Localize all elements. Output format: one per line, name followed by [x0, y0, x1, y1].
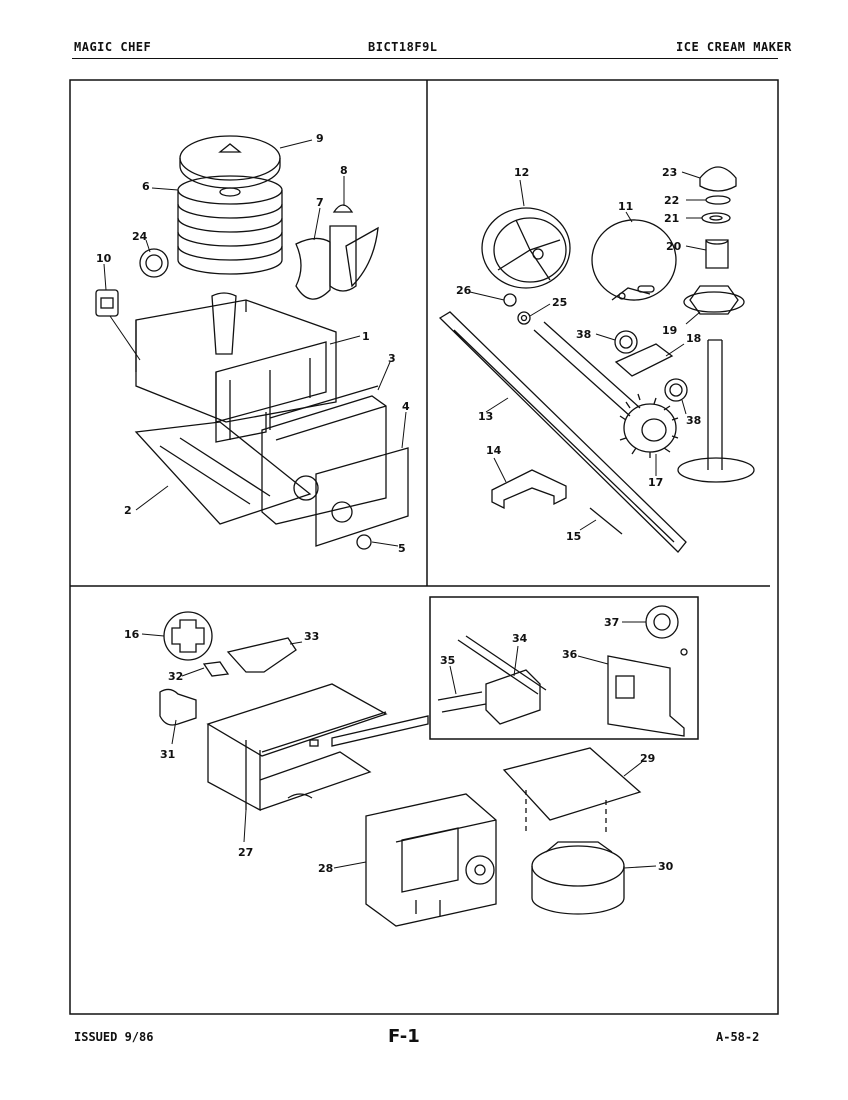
header-model: BICT18F9L [368, 40, 438, 54]
part-washer-small [517, 311, 531, 325]
label-part-16: 16 [124, 628, 140, 641]
label-part-38b: 38 [686, 414, 701, 427]
part-switch-knob [159, 688, 197, 726]
label-part-27: 27 [238, 846, 253, 859]
part-dasher [295, 226, 379, 300]
part-cover-plate [502, 747, 642, 821]
label-part-37: 37 [604, 616, 619, 629]
label-part-8: 8 [340, 164, 348, 177]
label-part-23: 23 [662, 166, 677, 179]
label-part-14: 14 [486, 444, 502, 457]
part-micro-switch [485, 669, 541, 725]
part-access-panel [315, 447, 409, 547]
part-screws [437, 691, 487, 713]
part-drive-wheel [163, 611, 213, 661]
header-product: ICE CREAM MAKER [676, 40, 792, 54]
label-part-26: 26 [456, 284, 472, 297]
part-motor [365, 793, 497, 927]
label-part-18: 18 [686, 332, 701, 345]
label-part-29: 29 [640, 752, 655, 765]
label-part-17: 17 [648, 476, 663, 489]
footer-issued: ISSUED 9/86 [74, 1030, 154, 1044]
label-part-36: 36 [562, 648, 578, 661]
label-part-33: 33 [304, 630, 319, 643]
part-mounting-bracket [206, 683, 388, 812]
label-part-10: 10 [96, 252, 112, 265]
part-cap [699, 166, 737, 192]
part-wire-connector [331, 715, 429, 747]
label-part-25: 25 [552, 296, 567, 309]
part-spur-gear [677, 457, 755, 483]
part-washer [701, 212, 731, 224]
label-part-38: 38 [576, 328, 591, 341]
part-drive-shaft [533, 321, 641, 417]
part-lid-knob [218, 143, 242, 153]
part-gearbox [531, 841, 625, 915]
part-nut [503, 293, 517, 307]
part-fan-wheel [645, 605, 679, 639]
outer-frame [69, 79, 779, 1015]
label-part-7: 7 [316, 196, 324, 209]
label-part-35: 35 [440, 654, 455, 667]
part-bracket [614, 343, 674, 377]
label-part-6: 6 [142, 180, 150, 193]
label-part-20: 20 [666, 240, 682, 253]
part-drum [481, 207, 571, 289]
part-hex-gear [689, 285, 739, 315]
header-brand: MAGIC CHEF [74, 40, 152, 54]
part-ring [705, 195, 731, 205]
part-bevel-gear [623, 403, 677, 453]
label-part-13: 13 [478, 410, 493, 423]
panel-bottom [159, 605, 688, 927]
label-part-11: 11 [618, 200, 633, 213]
part-knob [139, 248, 169, 278]
label-part-32: 32 [168, 670, 183, 683]
label-part-1: 1 [362, 330, 370, 343]
part-bushing [705, 239, 729, 269]
label-part-21: 21 [664, 212, 679, 225]
part-seal-ring-2 [664, 378, 688, 402]
label-part-12: 12 [514, 166, 529, 179]
label-part-34: 34 [512, 632, 528, 645]
label-part-15: 15 [566, 530, 581, 543]
part-dasher-core [329, 225, 357, 292]
label-part-24: 24 [132, 230, 148, 243]
part-gear-housing [591, 219, 677, 301]
label-part-30: 30 [658, 860, 674, 873]
label-part-2: 2 [124, 504, 132, 517]
part-housing [135, 292, 337, 443]
part-actuator-arm [457, 635, 547, 695]
part-clip [202, 661, 230, 677]
part-clamp [491, 469, 567, 510]
panel-top-left [95, 135, 409, 550]
part-base-plate [134, 421, 312, 525]
part-switch-bracket [607, 655, 685, 737]
footer-ref: A-58-2 [716, 1030, 760, 1044]
part-vertical-shaft [707, 339, 723, 470]
label-part-5: 5 [398, 542, 406, 555]
part-screw [356, 534, 372, 550]
part-lid-rim [179, 158, 281, 189]
panel-top-right [438, 166, 755, 553]
label-part-19: 19 [662, 324, 677, 337]
label-part-28: 28 [318, 862, 333, 875]
label-part-22: 22 [664, 194, 679, 207]
label-part-9: 9 [316, 132, 324, 145]
part-canister [177, 175, 283, 275]
part-motor-cover [261, 385, 387, 525]
part-latch [226, 637, 297, 673]
label-part-3: 3 [388, 352, 396, 365]
inset-frame [429, 596, 699, 740]
part-seal-ring [614, 330, 638, 354]
part-switch [95, 289, 119, 317]
part-lid [179, 135, 281, 181]
part-spring [589, 507, 623, 535]
part-long-bar [438, 311, 687, 553]
label-part-4: 4 [402, 400, 410, 413]
footer-page-code: F-1 [388, 1026, 420, 1047]
header-rule [72, 58, 778, 59]
label-part-31: 31 [160, 748, 175, 761]
part-dasher-cap [332, 204, 354, 213]
